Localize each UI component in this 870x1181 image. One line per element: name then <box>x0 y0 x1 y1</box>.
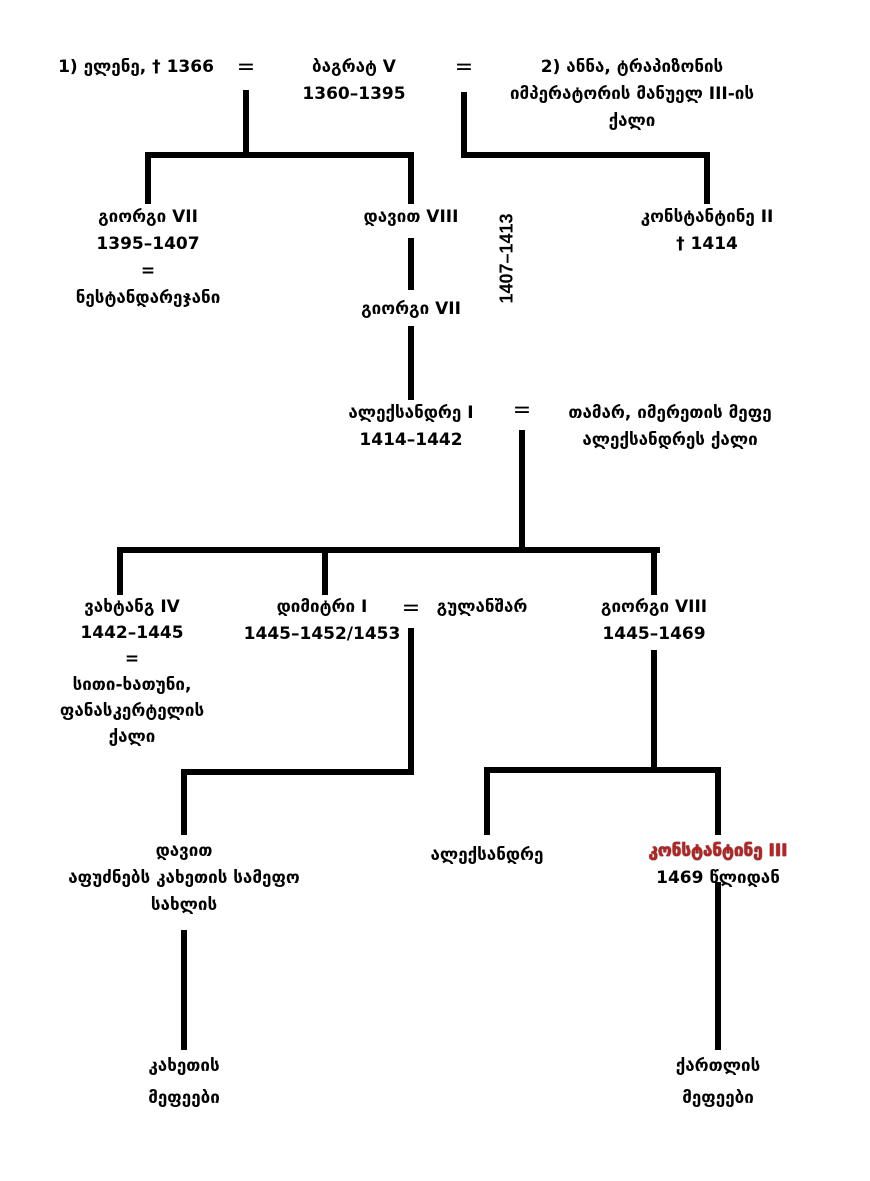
connector <box>461 152 710 158</box>
connector <box>322 547 328 595</box>
connector <box>117 547 123 595</box>
connector <box>704 152 710 204</box>
node-giorgi-vii-second: გიორგი VII <box>361 299 461 319</box>
connector <box>651 547 657 595</box>
node-elene: 1) ელენე, † 1366 <box>58 57 214 77</box>
connector <box>461 92 467 158</box>
node-davit-viii: დავით VIII <box>363 207 459 227</box>
connector <box>484 767 490 835</box>
connector <box>715 882 721 1050</box>
connector <box>408 628 414 775</box>
connector <box>181 769 414 775</box>
connector <box>145 152 414 158</box>
connector <box>519 430 525 553</box>
marriage-sign: = <box>454 55 474 80</box>
connector <box>408 326 414 400</box>
marriage-sign: = <box>512 398 532 423</box>
connector <box>408 238 414 290</box>
node-gulanshar: გულანშარ <box>436 597 528 617</box>
connector <box>408 152 414 204</box>
connector <box>243 90 249 158</box>
connector <box>145 152 151 204</box>
connector <box>715 767 721 835</box>
node-aleksandre: ალექსანდრე <box>430 845 544 865</box>
node-konstantine-ii: კონსტანტინე II† 1414 <box>640 207 774 254</box>
connector <box>651 650 657 773</box>
connector <box>181 930 187 1050</box>
regency-years: 1407–1413 <box>496 213 517 304</box>
marriage-sign: = <box>236 55 256 80</box>
connector <box>181 769 187 835</box>
marriage-sign: = <box>401 596 421 621</box>
connector <box>117 547 660 553</box>
connector <box>484 767 721 773</box>
